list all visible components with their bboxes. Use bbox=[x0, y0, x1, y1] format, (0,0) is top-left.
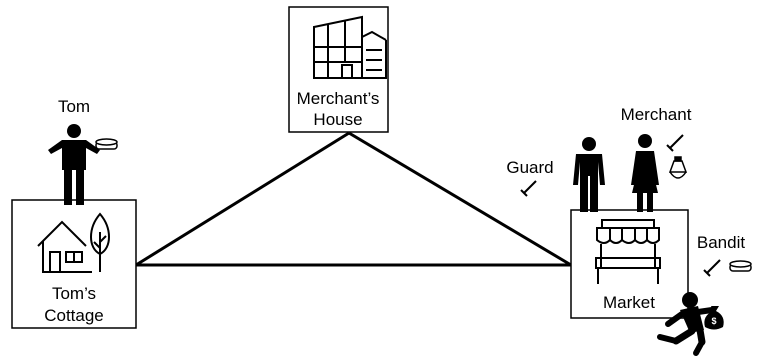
sword-icon bbox=[520, 180, 537, 197]
toms-cottage-label-line1: Tom’s bbox=[52, 284, 96, 303]
market-node[interactable]: Market bbox=[570, 209, 689, 319]
road-house-to-market bbox=[348, 131, 572, 267]
woman-icon bbox=[631, 134, 659, 212]
money-bag-icon: $ bbox=[704, 306, 724, 330]
connection-lines bbox=[135, 131, 572, 267]
merchants-house-label-line2: House bbox=[313, 110, 362, 129]
person-icon bbox=[48, 124, 100, 205]
tom-label: Tom bbox=[58, 97, 90, 116]
merchants-house-node[interactable]: Merchant’s House bbox=[288, 6, 389, 133]
running-thief-icon bbox=[657, 292, 715, 356]
toms-cottage-label-line2: Cottage bbox=[44, 306, 104, 325]
toms-cottage-node[interactable]: Tom’s Cottage bbox=[11, 199, 137, 329]
character-bandit[interactable]: Bandit $ bbox=[657, 233, 752, 356]
road-cottage-to-house bbox=[135, 131, 350, 267]
guard-label: Guard bbox=[506, 158, 553, 177]
building-icon bbox=[313, 15, 387, 79]
bandit-label: Bandit bbox=[697, 233, 745, 252]
svg-text:$: $ bbox=[711, 316, 716, 326]
market-label: Market bbox=[603, 293, 655, 312]
coin-stack-icon bbox=[729, 260, 752, 272]
merchant-label: Merchant bbox=[621, 105, 692, 124]
character-merchant[interactable]: Merchant bbox=[621, 105, 692, 212]
person-icon bbox=[573, 137, 605, 212]
character-tom[interactable]: Tom bbox=[48, 97, 118, 205]
potion-icon bbox=[668, 156, 688, 179]
market-stall-icon bbox=[595, 219, 661, 284]
sword-icon bbox=[703, 259, 721, 277]
sword-icon bbox=[666, 134, 684, 152]
character-guard[interactable]: Guard bbox=[506, 137, 605, 212]
merchants-house-label-line1: Merchant’s bbox=[297, 89, 380, 108]
coin-stack-icon bbox=[95, 138, 118, 150]
house-with-tree-icon bbox=[37, 212, 110, 273]
